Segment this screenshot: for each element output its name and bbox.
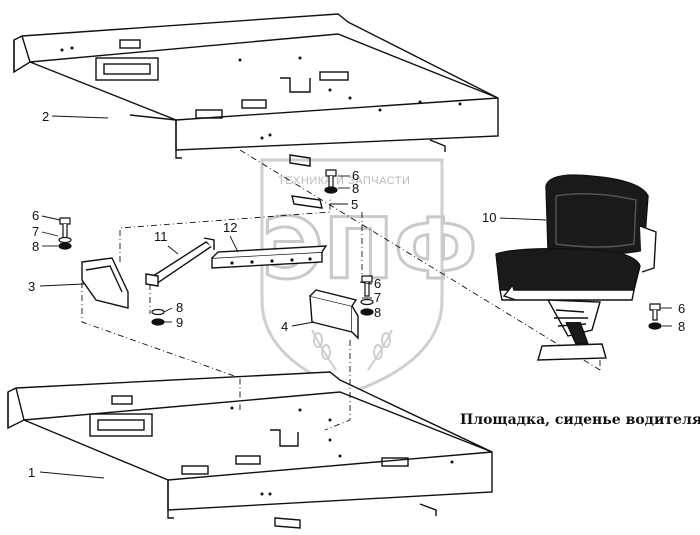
callout-10: 10 bbox=[482, 210, 496, 225]
callout-6-mid: 6 bbox=[374, 276, 381, 291]
callout-8-seat: 8 bbox=[678, 319, 685, 334]
callout-6-top: 6 bbox=[352, 168, 359, 183]
bar-12 bbox=[211, 245, 328, 269]
callout-12: 12 bbox=[223, 220, 237, 235]
diagram-caption: Площадка, сиденье водителя bbox=[460, 412, 700, 428]
callout-9: 9 bbox=[176, 315, 183, 330]
callout-7-mid: 7 bbox=[374, 290, 381, 305]
bracket-3 bbox=[81, 257, 129, 309]
strut-11 bbox=[145, 237, 215, 287]
watermark-wheat-icon bbox=[311, 329, 393, 371]
upper-platform bbox=[13, 13, 499, 167]
driver-seat bbox=[495, 174, 657, 361]
callout-6-seat: 6 bbox=[678, 301, 685, 316]
leader-lines bbox=[39, 115, 672, 479]
callout-6-left: 6 bbox=[32, 208, 39, 223]
bracket-4 bbox=[309, 289, 359, 340]
callout-1: 1 bbox=[28, 465, 35, 480]
callout-7-left: 7 bbox=[32, 224, 39, 239]
callout-2: 2 bbox=[42, 109, 49, 124]
callout-11: 11 bbox=[154, 229, 168, 244]
callout-3: 3 bbox=[28, 279, 35, 294]
callout-8-left: 8 bbox=[32, 239, 39, 254]
callout-8-mid: 8 bbox=[374, 305, 381, 320]
callouts: 2 1 3 4 5 6 7 8 6 8 6 7 8 8 9 10 6 8 11 … bbox=[28, 109, 685, 480]
watermark-top-text: ТЕХНИКА И ЗАПЧАСТИ bbox=[278, 175, 410, 187]
callout-5: 5 bbox=[351, 197, 358, 212]
lower-platform bbox=[7, 371, 493, 529]
callout-8-low: 8 bbox=[176, 300, 183, 315]
assembly-lines bbox=[81, 149, 601, 431]
callout-4: 4 bbox=[281, 319, 288, 334]
callout-8-top: 8 bbox=[352, 181, 359, 196]
bracket-5 bbox=[291, 195, 323, 209]
